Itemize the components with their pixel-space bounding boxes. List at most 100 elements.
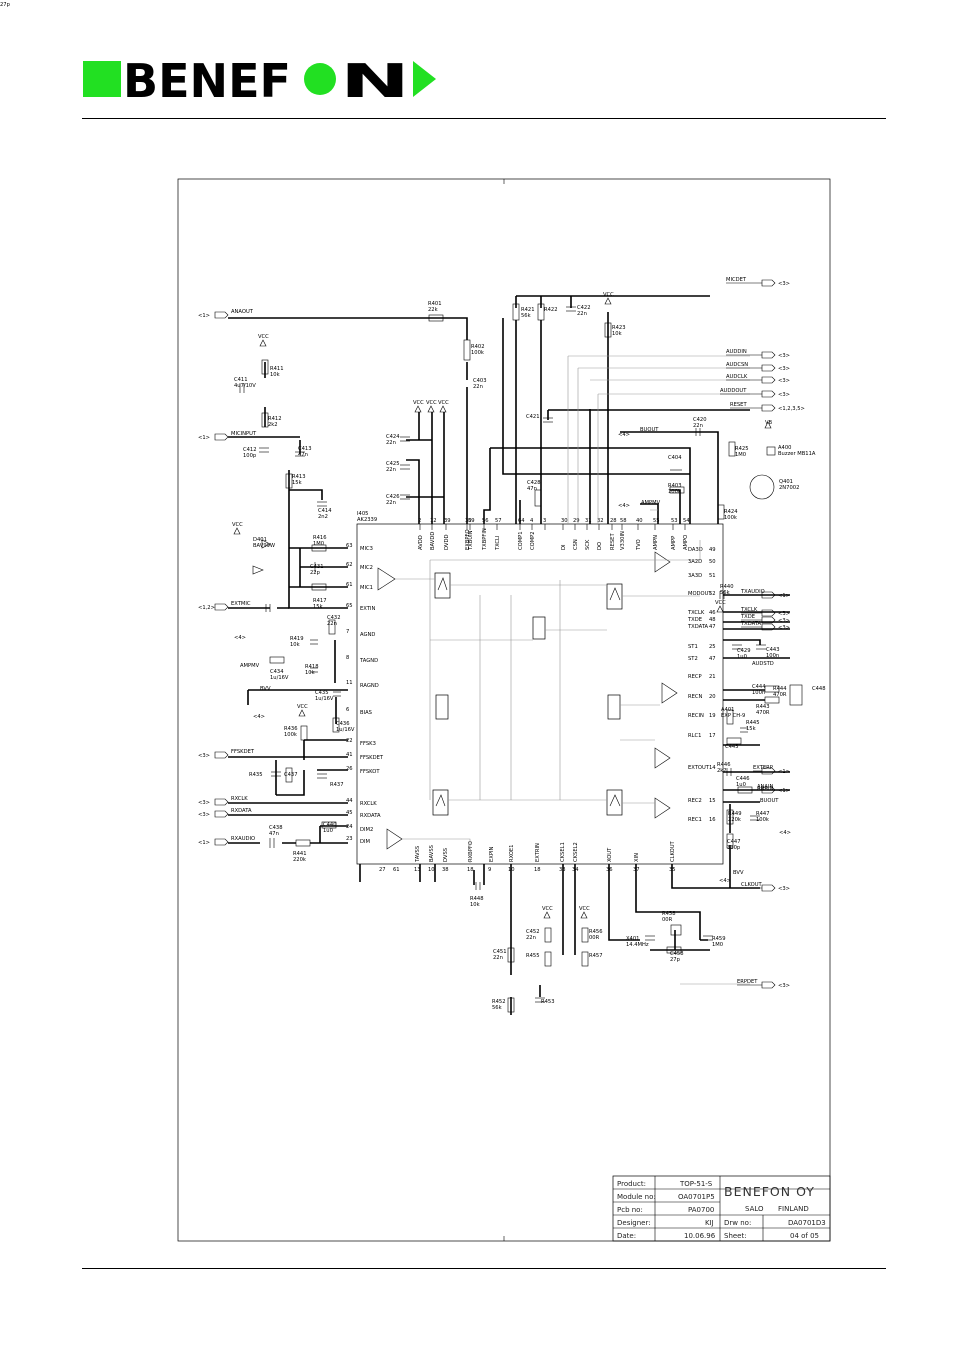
ic-part: AK2339 [357, 517, 377, 523]
bottom-pin-num: 38 [442, 867, 449, 873]
vcc-arrow-icon [543, 911, 551, 919]
top-pin-num: 32 [597, 518, 604, 524]
right-pin-num: 25 [709, 644, 716, 650]
component-value: EXP CH-9 [721, 713, 745, 719]
right-pin-name: ST1 [688, 644, 698, 650]
component-ref: A400 [778, 445, 791, 451]
bottom-pin-name: CLKOUT [670, 840, 676, 862]
left-signal-ref: <3> [198, 800, 210, 806]
component-ref: C424 [386, 434, 400, 440]
left-pin-name: MIC3 [360, 546, 373, 552]
component-ref: C444 [752, 684, 766, 690]
vcc-arrow-icon [604, 297, 612, 305]
component-ref: R445 [746, 720, 760, 726]
top-pin-name: COMP2 [530, 531, 536, 550]
right-pin-name: EXTOUT [688, 765, 710, 771]
bottom-pin-num: 27 [379, 867, 386, 873]
component-ref: R425 [735, 446, 749, 452]
component-value: 1u0 [323, 828, 333, 834]
component-value: 00R [662, 917, 673, 923]
component-value: 2k2 [717, 768, 727, 774]
right-pin-name: ST2 [688, 656, 698, 662]
vcc-arrow-icon [580, 911, 588, 919]
component-value: 27p [670, 957, 681, 963]
component-value: 1M0 [735, 452, 746, 458]
component-ref: D401 [253, 537, 267, 543]
component-value: 100k [471, 350, 484, 356]
vcc-arrow-icon [414, 405, 422, 413]
right-signal-name: AUDCLK [726, 374, 748, 380]
right-signal-name: ANAIN [757, 784, 774, 790]
right-pin-num: 50 [709, 559, 716, 565]
top-pin-num: 29 [573, 518, 580, 524]
left-pin-num: 44 [346, 798, 353, 804]
right-connector-flag [761, 786, 776, 794]
left-connector-flag [214, 751, 229, 759]
right-signal-ref: <1> [778, 788, 790, 794]
component-value: 100k [668, 489, 681, 495]
right-signal-name: AUDDOUT [720, 388, 747, 394]
right-signal-ref: <3> [778, 281, 790, 287]
component-ref: R436 [284, 726, 298, 732]
component-ref: R452 [492, 999, 506, 1005]
bottom-pin-num: 61 [393, 867, 400, 873]
benefon-logo: BENEF N [83, 54, 436, 108]
left-connectors: <1>ANAOUT<1>MICINPUT<1,2>EXTMIC<3>FFSKDE… [198, 309, 257, 846]
component-value: 22n [577, 311, 587, 317]
vcc-arrow-icon [233, 527, 241, 535]
top-pin-name: DI [561, 544, 567, 550]
net-buout: BUOUT [640, 427, 659, 433]
left-signal-name: RXDATA [231, 808, 252, 814]
right-pin-num: 46 [709, 610, 716, 616]
top-pin-name: DVDD [444, 535, 450, 550]
vcc-label: VCC [426, 400, 437, 406]
left-pin-name: RXCLK [360, 801, 377, 807]
right-signal-ref: <3> [778, 366, 790, 372]
component-value: 1u/16V [270, 675, 289, 681]
vcc-label: VCC [413, 400, 424, 406]
right-connector-flag [761, 591, 776, 599]
right-connector-flag [761, 623, 776, 631]
vcc-label: VCC [715, 600, 726, 606]
component-ref: C447 [727, 839, 741, 845]
component-ref: C440 [323, 822, 337, 828]
right-pin-num: 19 [709, 713, 716, 719]
svg-text:SALO: SALO [745, 1205, 764, 1213]
component-value: 56k [492, 1005, 502, 1011]
bottom-pin-name: DVSS [443, 848, 449, 862]
svg-text:DA0701D3: DA0701D3 [788, 1219, 826, 1227]
svg-text:10.06.96: 10.06.96 [684, 1232, 716, 1240]
logo-text-right: N [340, 54, 410, 108]
logo-green-arrow [413, 61, 436, 97]
svg-text:TOP-51-S: TOP-51-S [679, 1180, 713, 1188]
component-ref: R459 [712, 936, 726, 942]
top-pin-name: TXCLI [495, 535, 501, 551]
right-pin-num: 15 [709, 798, 716, 804]
top-pin-name: RESET [610, 533, 616, 550]
component-value: 22n [693, 423, 703, 429]
left-pin-num: 8 [346, 655, 349, 661]
component-value: 22n [386, 467, 396, 473]
net-anain: ANAIN [757, 786, 774, 792]
left-pin-num: 7 [346, 629, 349, 635]
component-ref: R424 [724, 509, 738, 515]
component-value: 100k [756, 817, 769, 823]
right-pin-name: 3A2D [688, 559, 702, 565]
component-ref: C431 [310, 564, 324, 570]
right-pin-name: TXDE [687, 617, 702, 623]
page-header: BENEF N [0, 0, 954, 130]
top-pin-name: BAVDD [430, 532, 436, 550]
left-connector-flag [214, 311, 229, 319]
top-pin-name: AMPN [653, 535, 659, 550]
component-ref: C434 [270, 669, 284, 675]
right-signal-ref: <3> [778, 378, 790, 384]
left-signal-name: RXAUDIO [231, 836, 255, 842]
component-ref: R444 [773, 686, 787, 692]
component-value: 2k2 [268, 422, 278, 428]
left-pin-name: MIC1 [360, 585, 373, 591]
left-pin-num: 24 [346, 824, 353, 830]
top-pin-num: 39 [444, 518, 451, 524]
component-ref: C451 [493, 949, 507, 955]
svg-text:Module no:: Module no: [617, 1193, 656, 1201]
